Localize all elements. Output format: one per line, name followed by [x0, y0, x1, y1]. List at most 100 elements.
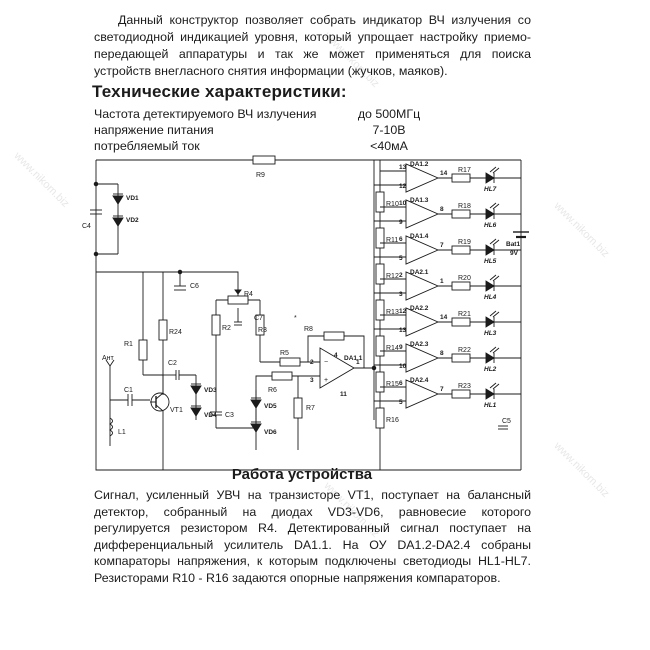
led-label: HL4 [484, 294, 497, 301]
led-label: HL6 [484, 222, 497, 229]
led-icon [485, 280, 495, 292]
r6-label: R6 [268, 387, 277, 394]
divider-resistor-label: R10 [386, 201, 399, 208]
pin-label: 5 [399, 255, 403, 262]
divider-resistor [375, 263, 385, 285]
divider-resistor [375, 407, 385, 429]
led-resistor [451, 209, 471, 219]
spec-value: <40мА [370, 139, 408, 153]
comparator-label: DA1.3 [410, 197, 429, 204]
r4-label: R4 [244, 291, 253, 298]
c5-label: C5 [502, 418, 511, 425]
spec-name: Частота детектируемого ВЧ излучения [94, 107, 317, 121]
pin-label: 4 [334, 352, 338, 359]
led-resistor-label: R23 [458, 383, 471, 390]
r4-potentiometer [227, 295, 249, 305]
da11-opamp [319, 347, 355, 389]
r1-label: R1 [124, 341, 133, 348]
pin-label: 10 [399, 200, 407, 207]
watermark: www.nikom.biz [11, 150, 72, 210]
l1-inductor [109, 417, 113, 437]
vd2-diode [112, 217, 124, 227]
led-label: HL5 [484, 258, 497, 265]
spec-row: потребляемый ток <40мА [94, 138, 434, 154]
l1-label: L1 [118, 429, 126, 436]
pin-label: 2 [399, 272, 403, 279]
svg-text:−: − [324, 359, 328, 366]
vt1-label: VT1 [170, 407, 183, 414]
r9-label: R9 [256, 172, 265, 179]
pin-label: 3 [399, 291, 403, 298]
circuit-schematic: R9 C4 VD1 VD2 C6 R4 R2 R3 [82, 155, 529, 471]
vd3-diode [190, 385, 202, 395]
pin-label: 12 [399, 183, 407, 190]
led-resistor [451, 173, 471, 183]
c7-label: C7 [254, 315, 263, 322]
pin-label: 10 [399, 363, 407, 370]
r3-label: R3 [258, 327, 267, 334]
vd3-label: VD3 [204, 387, 217, 394]
divider-resistor [375, 191, 385, 213]
pin-label: 9 [399, 219, 403, 226]
ground-rail [95, 160, 521, 471]
spec-name: потребляемый ток [94, 139, 200, 153]
pin-label: 7 [440, 242, 444, 249]
pin-label: 2 [310, 359, 314, 366]
led-label: HL1 [484, 402, 497, 409]
c6-label: C6 [190, 283, 199, 290]
pin-label: 8 [440, 206, 444, 213]
led-label: HL3 [484, 330, 497, 337]
pin-label: 1 [356, 359, 360, 366]
divider-resistor-label: R14 [386, 345, 399, 352]
led-resistor [451, 353, 471, 363]
r5-resistor [279, 357, 301, 367]
vd4-label: VD4 [204, 412, 217, 419]
star-mark: * [294, 315, 297, 322]
r24-resistor [158, 319, 168, 341]
divider-resistor [375, 335, 385, 357]
r2-resistor [211, 314, 221, 336]
divider-resistor-label: R13 [386, 309, 399, 316]
pin-label: 6 [399, 380, 403, 387]
c1-label: C1 [124, 387, 133, 394]
pin-label: 12 [399, 308, 407, 315]
r9-resistor [252, 155, 276, 165]
bat-label: Bat1 [506, 241, 520, 248]
pin-label: 14 [440, 314, 448, 321]
comparator-label: DA1.2 [410, 161, 429, 168]
divider-resistor [375, 371, 385, 393]
led-resistor-label: R22 [458, 347, 471, 354]
led-icon [485, 352, 495, 364]
led-resistor-label: R19 [458, 239, 471, 246]
led-resistor-label: R17 [458, 167, 471, 174]
r5-label: R5 [280, 350, 289, 357]
led-resistor [451, 245, 471, 255]
pin-label: 11 [340, 391, 347, 398]
specs-heading: Технические характеристики: [92, 82, 347, 101]
spec-value: 7-10В [372, 123, 406, 137]
comparator-opamp [405, 235, 440, 265]
pin-label: 8 [440, 350, 444, 357]
vd2-label: VD2 [126, 217, 139, 224]
pin-label: 14 [440, 170, 448, 177]
vd1-diode [112, 195, 124, 205]
comparator-label: DA2.1 [410, 269, 429, 276]
r8-label: R8 [304, 326, 313, 333]
da11-label: DA1.1 [344, 355, 363, 362]
pin-label: 5 [399, 399, 403, 406]
r6-resistor [271, 371, 293, 381]
r24-label: R24 [169, 329, 182, 336]
c4-label: C4 [82, 223, 91, 230]
vd5-diode [250, 399, 262, 409]
work-heading: Работа устройства [231, 466, 373, 483]
led-icon [485, 172, 495, 184]
pin-label: 13 [399, 164, 407, 171]
led-resistor [451, 317, 471, 327]
vd5-label: VD5 [264, 403, 277, 410]
vd6-label: VD6 [264, 429, 277, 436]
bat-voltage: 9V [510, 250, 519, 257]
vd4-diode [190, 407, 202, 417]
